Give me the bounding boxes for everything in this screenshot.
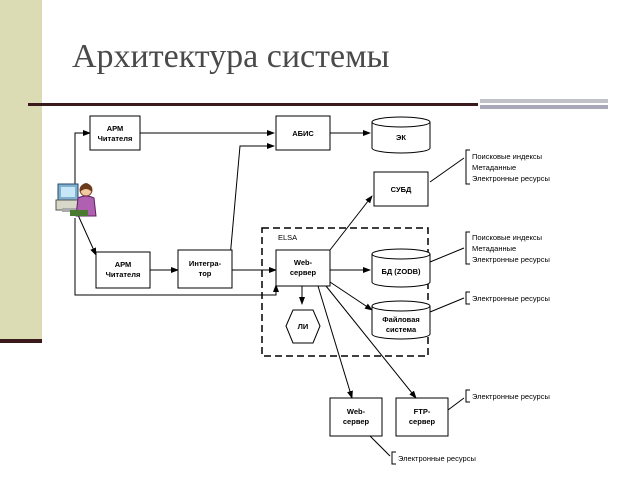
node-label: ЛИ [298,322,309,331]
note-zodb: Поисковые индексы Метаданные Электронные… [429,231,550,265]
node-ftp-server: FTP- сервер [395,397,449,437]
note-ftp: Электронные ресурсы [447,389,550,411]
node-label: Web- [347,407,366,416]
node-label: тор [199,269,212,278]
node-arm-reader-2: АРМ Читателя [95,251,151,289]
node-ek-database: ЭК [371,116,431,154]
sidebar-decoration [0,0,42,341]
note-line: Электронные ресурсы [472,294,550,303]
node-web-server-2: Web- сервер [329,397,383,437]
node-arm-reader-1: АРМ Читателя [89,115,141,151]
node-label: система [386,325,417,334]
node-li: ЛИ [285,309,321,344]
node-web-server-main: Web- сервер [275,249,331,287]
note-subd: Поисковые индексы Метаданные Электронные… [429,149,550,185]
node-label: сервер [343,417,370,426]
elsa-label: ELSA [278,233,297,242]
connectors [74,130,417,399]
node-label: Web- [294,258,313,267]
node-label: ЭК [396,133,406,142]
note-line: Электронные ресурсы [472,392,550,401]
note-files: Электронные ресурсы [429,291,550,313]
node-label: сервер [290,268,317,277]
note-line: Поисковые индексы [472,233,542,242]
note-line: Электронные ресурсы [472,174,550,183]
node-label: Файловая [382,315,420,324]
node-label: FTP- [414,407,431,416]
node-file-system: Файловая система [371,300,431,340]
node-label: сервер [409,417,436,426]
node-label: АРМ [115,260,132,269]
node-abis: АБИС [275,115,331,151]
node-label: Интегра- [189,259,222,268]
sidebar-decoration-base [0,339,42,343]
note-line: Метаданные [472,163,516,172]
node-label: СУБД [391,185,412,194]
node-integrator: Интегра- тор [177,249,233,289]
user-at-computer-icon [55,183,97,217]
slide-title: Архитектура системы [72,38,390,75]
note-line: Поисковые индексы [472,152,542,161]
note-line: Электронные ресурсы [472,255,550,264]
title-divider-accent-2 [480,105,608,109]
node-label: АБИС [292,129,314,138]
elsa-boundary [261,227,429,357]
node-label: БД (ZODB) [381,267,421,276]
note-line: Электронные ресурсы [398,454,476,463]
title-divider [28,103,478,106]
note-web2: Электронные ресурсы [369,435,476,465]
title-divider-accent [480,99,608,103]
node-bd-zodb-database: БД (ZODB) [371,248,431,288]
node-label: Читателя [98,134,133,143]
node-label: Читателя [106,270,141,279]
node-subd: СУБД [373,171,429,207]
note-line: Метаданные [472,244,516,253]
node-label: АРМ [107,124,124,133]
